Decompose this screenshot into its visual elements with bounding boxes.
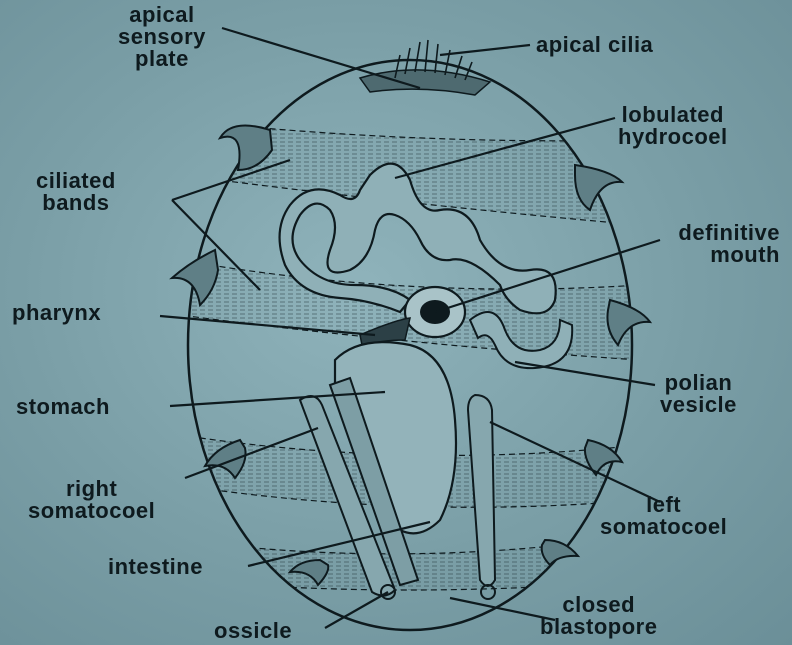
label-closed-blastopore: closed blastopore xyxy=(540,594,657,638)
leader-polian-vesicle xyxy=(515,362,655,385)
label-polian-vesicle: polian vesicle xyxy=(660,372,737,416)
label-definitive-mouth: definitive mouth xyxy=(640,222,780,266)
label-left-somatocoel: left somatocoel xyxy=(600,494,727,538)
label-right-somatocoel: right somatocoel xyxy=(28,478,155,522)
label-ciliated-bands: ciliated bands xyxy=(36,170,116,214)
label-apical-sensory-plate: apical sensory plate xyxy=(118,4,206,70)
label-stomach: stomach xyxy=(16,396,110,418)
label-apical-cilia: apical cilia xyxy=(536,34,653,56)
label-lobulated-hydrocoel: lobulated hydrocoel xyxy=(618,104,728,148)
leader-apical-sensory-plate xyxy=(222,28,420,88)
label-pharynx: pharynx xyxy=(12,302,101,324)
label-intestine: intestine xyxy=(108,556,203,578)
label-ossicle: ossicle xyxy=(214,620,292,642)
leader-apical-cilia xyxy=(440,45,530,55)
apical-plate-shape xyxy=(360,70,490,95)
